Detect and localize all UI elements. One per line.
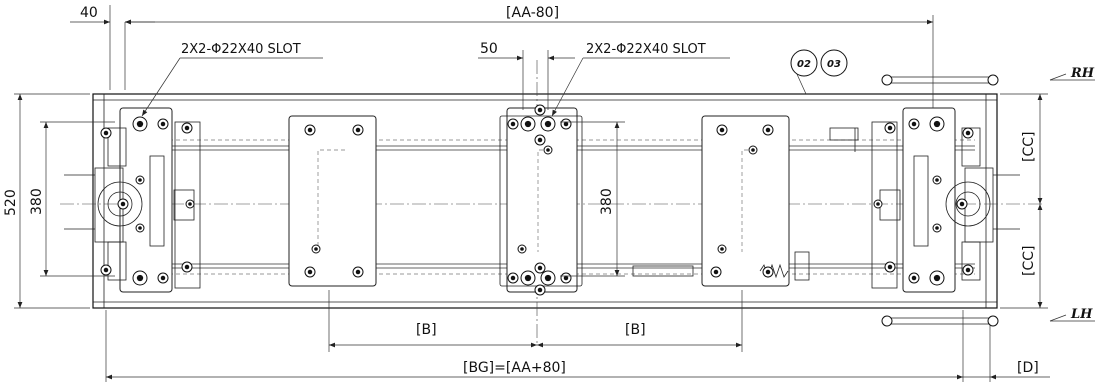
- bolt-core: [933, 120, 941, 128]
- svg-text:03: 03: [827, 59, 841, 70]
- dim-380-center: 380: [599, 188, 615, 215]
- slot-label-left: 2X2-Φ22X40 SLOT: [181, 42, 301, 57]
- bolt-core: [911, 275, 917, 281]
- dim-b-right: [B]: [625, 322, 646, 338]
- bolt-core: [911, 121, 917, 127]
- bolt-core: [136, 120, 144, 128]
- bolt-core: [537, 107, 543, 113]
- bolt-core: [544, 274, 552, 282]
- rh-label: RH: [1070, 66, 1095, 81]
- bolt-core: [544, 120, 552, 128]
- bolt-core: [965, 130, 971, 136]
- bolt-core: [765, 269, 771, 275]
- dim-b-left: [B]: [416, 322, 437, 338]
- bolt-core: [524, 274, 532, 282]
- bolt-core: [160, 275, 166, 281]
- bolt-core: [524, 120, 532, 128]
- right-end-assembly: [829, 74, 1020, 327]
- dim-40: 40: [80, 5, 98, 21]
- plate-left: [288, 115, 377, 287]
- bolt-core: [184, 125, 190, 131]
- balloon-03: 03: [820, 49, 848, 77]
- balloon-02: 02: [790, 49, 818, 77]
- bolt-core: [307, 269, 313, 275]
- slot-label-center: 2X2-Φ22X40 SLOT: [586, 42, 706, 57]
- bolt-core: [887, 125, 893, 131]
- bolt-core: [719, 127, 725, 133]
- bolt-core: [355, 127, 361, 133]
- bolt-core: [965, 267, 971, 273]
- bolt-core: [136, 274, 144, 282]
- left-end-assembly: [64, 107, 201, 293]
- bolt-core: [188, 202, 192, 206]
- bolt-core: [103, 130, 109, 136]
- bolt-core: [314, 247, 318, 251]
- bolt-core: [138, 226, 142, 230]
- bolt-core: [887, 264, 893, 270]
- dim-aa-80: [AA-80]: [506, 5, 559, 21]
- bolt-core: [546, 148, 550, 152]
- bolt-core: [563, 275, 569, 281]
- bolt-core: [563, 121, 569, 127]
- bolt-core: [751, 148, 755, 152]
- bolt-core: [355, 269, 361, 275]
- svg-text:02: 02: [797, 59, 811, 70]
- bolt-core: [933, 274, 941, 282]
- dim-380-left: 380: [29, 188, 45, 215]
- bolt-core: [935, 226, 939, 230]
- dim-bg: [BG]=[AA+80]: [463, 360, 566, 376]
- bolt-core: [510, 275, 516, 281]
- bolt-core: [713, 269, 719, 275]
- dim-50: 50: [480, 41, 498, 57]
- bolt-core: [720, 247, 724, 251]
- bolt-core: [959, 201, 965, 207]
- lh-label: LH: [1070, 307, 1093, 322]
- bolt-core: [120, 201, 126, 207]
- bolt-core: [537, 137, 543, 143]
- dim-d: [D]: [1017, 360, 1039, 376]
- dim-520: 520: [3, 189, 19, 216]
- spring-cylinder: [632, 251, 810, 281]
- bolt-core: [510, 121, 516, 127]
- bolt-core: [537, 287, 543, 293]
- bolt-core: [876, 202, 880, 206]
- bolt-core: [935, 178, 939, 182]
- dim-cc-lower: [CC]: [1021, 246, 1037, 276]
- bolt-core: [138, 178, 142, 182]
- dimension-lines: [14, 5, 1095, 382]
- dim-cc-upper: [CC]: [1021, 132, 1037, 162]
- bolt-core: [160, 121, 166, 127]
- bolt-core: [307, 127, 313, 133]
- bolt-core: [184, 264, 190, 270]
- bolt-core: [765, 127, 771, 133]
- plate-right: [701, 115, 790, 287]
- bolt-group: [100, 104, 974, 296]
- bolt-core: [537, 265, 543, 271]
- bolt-core: [103, 267, 109, 273]
- bolt-core: [520, 247, 524, 251]
